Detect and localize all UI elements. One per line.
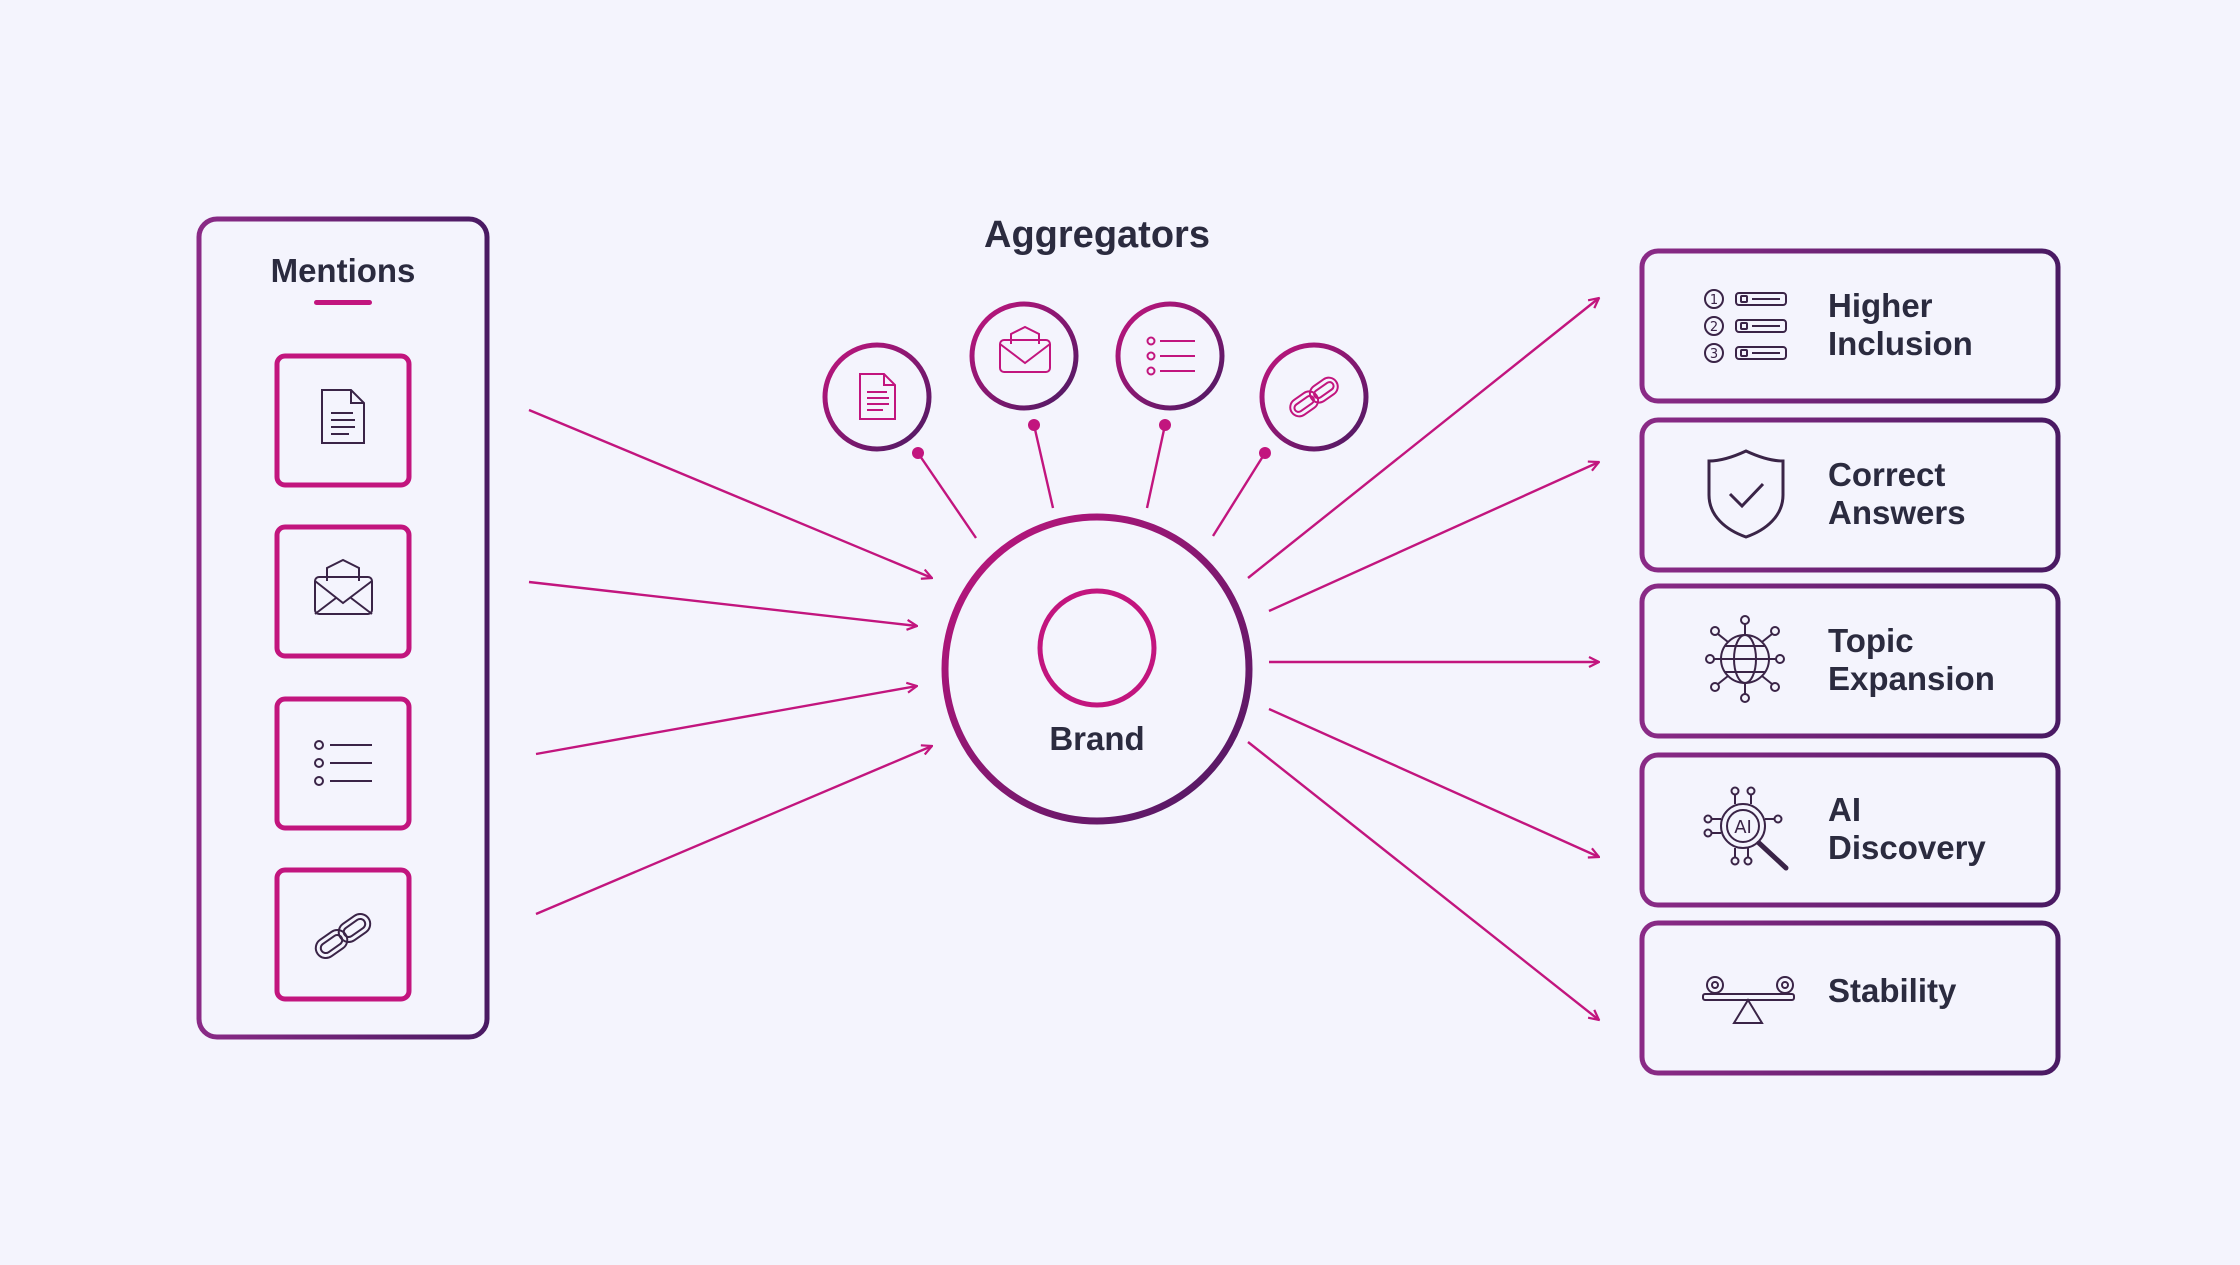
aggregator-envelope — [969, 301, 1079, 411]
arrow-mention-1 — [528, 408, 932, 578]
brand-inner-circle — [1037, 588, 1157, 708]
outcome-card-4 — [1639, 752, 2061, 908]
ai-search-icon: AI — [1703, 786, 1789, 871]
svg-text:AI: AI — [1734, 817, 1752, 838]
svg-text:3: 3 — [1710, 347, 1718, 362]
outcome-line2: Inclusion — [1828, 325, 1973, 362]
brand-label: Brand — [1049, 720, 1145, 757]
svg-text:1: 1 — [1710, 293, 1718, 308]
arrow-outcome-2 — [1268, 462, 1599, 613]
outcome-line1: Stability — [1828, 972, 1957, 1009]
arrow-mention-2 — [528, 580, 917, 626]
mention-item-envelope — [274, 524, 412, 659]
aggregators-title: Aggregators — [984, 214, 1210, 256]
connector-dots — [912, 419, 1271, 459]
envelope-icon — [999, 325, 1051, 373]
document-icon — [859, 373, 896, 420]
outcome-line2: Discovery — [1828, 829, 1986, 866]
outcome-line1: Higher — [1828, 287, 1933, 324]
mention-arrows — [528, 408, 932, 916]
balance-scale-icon — [1702, 976, 1795, 1024]
arrow-outcome-5 — [1247, 741, 1599, 1020]
outcome-line2: Answers — [1828, 494, 1966, 531]
outcome-line1: Topic — [1828, 622, 1914, 659]
shield-check-icon — [1707, 449, 1785, 539]
outcome-card-3 — [1639, 583, 2061, 739]
aggregator-list — [1115, 301, 1225, 411]
numbered-list-icon: 1 2 3 — [1704, 289, 1787, 363]
globe-network-icon — [1705, 615, 1785, 703]
arrow-mention-4 — [535, 746, 932, 916]
outcome-card-5 — [1639, 920, 2061, 1076]
outcome-card-2 — [1639, 417, 2061, 573]
mentions-underline — [314, 300, 372, 305]
link-icon — [1289, 376, 1339, 418]
arrow-outcome-1 — [1247, 298, 1599, 579]
outcome-line1: Correct — [1828, 456, 1946, 493]
document-icon — [321, 389, 365, 444]
outcome-label-3: Topic Expansion — [1828, 622, 2068, 698]
arrow-outcome-4 — [1268, 707, 1599, 857]
mention-item-list — [274, 696, 412, 831]
list-icon — [1146, 336, 1195, 376]
outcome-card-1 — [1639, 248, 2061, 404]
aggregator-connectors — [917, 424, 1267, 539]
aggregator-link — [1259, 342, 1369, 452]
outcome-arrows — [1247, 298, 1599, 1020]
brand-circle — [941, 513, 1253, 825]
mention-item-document — [274, 353, 412, 488]
aggregator-document — [822, 342, 932, 452]
mentions-title: Mentions — [270, 252, 416, 289]
outcome-line2: Expansion — [1828, 660, 1995, 697]
mention-item-link — [274, 867, 412, 1002]
outcome-line1: AI — [1828, 791, 1861, 828]
envelope-icon — [314, 558, 373, 615]
svg-text:2: 2 — [1710, 320, 1718, 335]
outcome-label-5: Stability — [1828, 972, 2068, 1010]
link-icon — [314, 912, 372, 960]
outcome-label-4: AI Discovery — [1828, 791, 2068, 867]
outcome-label-2: Correct Answers — [1828, 456, 2068, 532]
arrow-mention-3 — [535, 686, 917, 756]
outcome-label-1: Higher Inclusion — [1828, 287, 2068, 363]
list-icon — [314, 740, 372, 786]
mentions-panel — [196, 216, 490, 1040]
